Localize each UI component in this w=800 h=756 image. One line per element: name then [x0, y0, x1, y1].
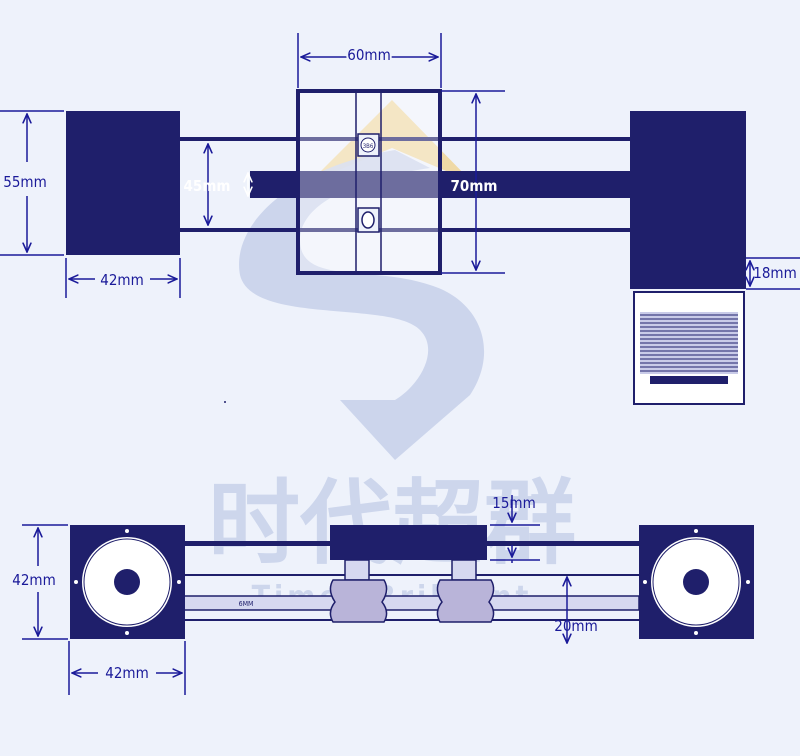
dim-42mm-top-label: 42mm — [100, 271, 143, 289]
side-motor-body — [630, 257, 746, 289]
dim-18mm: 18mm — [746, 257, 800, 290]
side-carriage-plate — [330, 525, 487, 560]
top-carriage — [296, 89, 442, 275]
rod-label: 6MM — [239, 600, 254, 608]
watermark-logo-s — [239, 150, 485, 460]
dim-18mm-label: 18mm — [753, 264, 796, 282]
bearing-lower — [361, 211, 375, 229]
top-lead-screw — [180, 171, 632, 198]
slider-block-right — [436, 559, 495, 623]
dim-42mm-side-width: 42mm — [68, 641, 186, 695]
side-right-motor — [639, 525, 754, 639]
side-left-motor — [70, 525, 185, 639]
dim-45mm-label: 45mm — [184, 177, 231, 195]
dim-70mm: 70mm — [441, 90, 505, 274]
dim-60mm-label: 60mm — [347, 46, 390, 64]
bearing-label: 3B6 — [363, 143, 374, 150]
side-motor-base — [650, 376, 728, 384]
dim-15mm: 15mm — [490, 494, 540, 563]
dim-42mm-side-width-label: 42mm — [105, 664, 148, 682]
side-rod-1 — [184, 574, 639, 576]
top-right-motor — [630, 111, 746, 257]
dim-20mm-label: 20mm — [554, 617, 597, 635]
top-view: 3B6 60mm — [0, 33, 800, 405]
dim-55mm-label: 55mm — [3, 173, 46, 191]
side-view: 6MM — [12, 494, 754, 695]
bearing-upper — [360, 137, 376, 153]
dim-15mm-label: 15mm — [492, 494, 535, 512]
dim-42mm-top: 42mm — [65, 258, 181, 298]
dim-20mm: 20mm — [554, 577, 598, 643]
side-rod-2 — [184, 619, 639, 621]
top-left-motor — [66, 111, 180, 255]
top-rail-upper — [180, 137, 632, 141]
stray-dot — [224, 401, 226, 403]
slider-block-left — [329, 559, 388, 623]
dim-60mm: 60mm — [297, 33, 442, 88]
dim-42mm-side-height: 42mm — [12, 524, 68, 640]
dim-45mm: 45mm — [180, 141, 250, 228]
top-rail-lower — [180, 228, 632, 232]
dim-55mm: 55mm — [0, 110, 64, 256]
dim-42mm-side-height-label: 42mm — [12, 571, 55, 589]
side-motor-fin-lines — [640, 314, 738, 372]
dim-70mm-label: 70mm — [451, 177, 498, 195]
watermark-chinese: 时代超群 — [208, 470, 576, 577]
